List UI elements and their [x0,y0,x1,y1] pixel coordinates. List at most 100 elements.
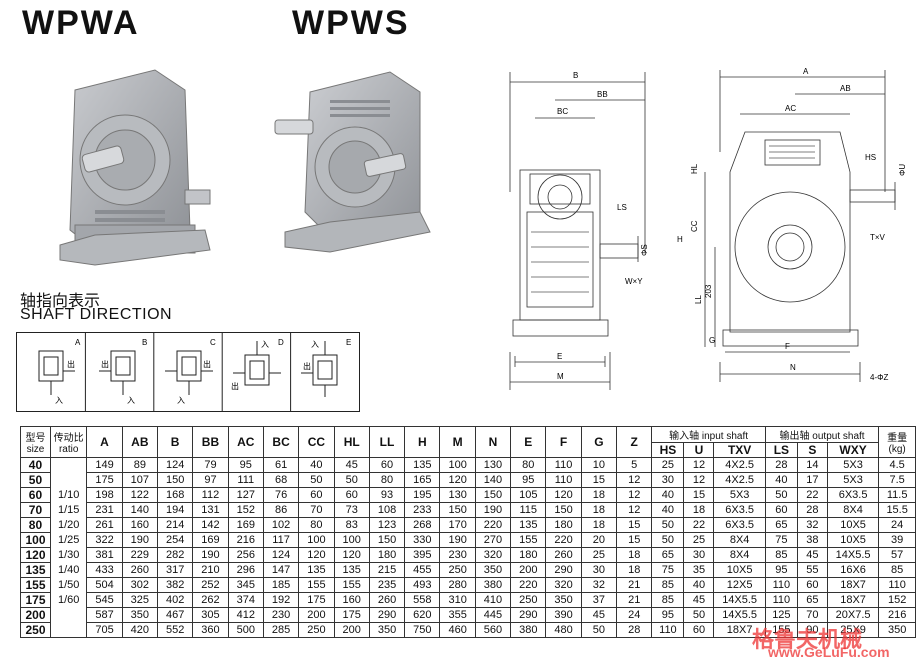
table-cell: 110 [545,472,582,488]
table-cell: 412 [227,607,264,623]
table-cell: 21 [616,577,653,593]
table-cell-size: 200 [20,607,51,623]
table-cell: 21 [616,592,653,608]
dim-ll: LL [694,295,703,304]
direction-in-c: 入 [177,396,185,405]
table-cell: 40 [764,472,798,488]
table-cell: 320 [545,577,582,593]
table-cell: 95 [651,607,685,623]
dim-ac: AC [785,104,796,113]
header-ab: AB [121,426,158,458]
header-hl: HL [333,426,370,458]
table-cell: 8X4 [713,532,766,548]
direction-out-c: 出 [203,359,211,369]
table-cell: 110 [764,577,798,593]
table-cell: 6X3.5 [713,517,766,533]
table-cell: 310 [439,592,476,608]
direction-box-e: E 入 出 [301,338,351,397]
shaft-direction-diagrams: A 出 入 B 出 入 C 出 入 [38,333,351,411]
table-cell: 95 [227,457,264,473]
table-cell: 15 [683,487,715,503]
table-cell: 45 [580,607,618,623]
table-cell: 587 [86,607,123,623]
table-cell: 14X5.5 [713,592,766,608]
table-cell: 8X4 [826,502,880,518]
header-hs: HS [651,442,685,458]
shaft-direction-title-cn: 轴指向表示 [20,293,101,310]
header-txv: TXV [713,442,766,458]
table-cell: 17 [796,472,828,488]
table-cell: 130 [439,487,476,503]
table-cell: 97 [192,472,229,488]
table-cell: 705 [86,622,123,638]
table-cell: 192 [262,592,300,608]
table-cell: 282 [156,547,194,563]
direction-letter-a: A [75,338,81,347]
table-cell: 100 [333,532,370,548]
table-cell: 45 [683,592,715,608]
table-cell: 95 [764,562,798,578]
table-cell: 445 [474,607,512,623]
table-cell: 12 [616,472,653,488]
table-cell: 65 [796,592,828,608]
table-cell: 190 [121,532,158,548]
table-cell: 108 [368,502,406,518]
table-cell: 5X3 [713,487,766,503]
table-cell: 80 [368,472,406,488]
table-cell: 230 [262,607,300,623]
table-cell-ratio: 1/30 [49,547,88,563]
table-cell: 16X6 [826,562,880,578]
table-cell: 70 [298,502,335,518]
table-cell: 131 [192,502,229,518]
table-cell: 250 [439,562,476,578]
table-cell: 22 [796,487,828,503]
shaft-direction-panel: A 出 入 B 出 入 C 出 入 [16,332,360,412]
table-cell: 95 [510,472,547,488]
table-cell: 120 [439,472,476,488]
table-cell: 380 [474,577,512,593]
table-cell-size: 155 [20,577,51,593]
table-cell: 102 [262,517,300,533]
table-cell: 100 [439,457,476,473]
dim-4-phi-z: 4-ΦZ [870,373,888,382]
table-cell: 50 [298,472,335,488]
table-cell: 112 [192,487,229,503]
table-cell: 110 [764,592,798,608]
table-cell: 60 [764,502,798,518]
table-cell: 175 [298,592,335,608]
table-cell-ratio [49,622,88,638]
table-cell-ratio [49,472,88,488]
table-cell: 18X7 [826,592,880,608]
direction-box-b: B 出 入 [99,338,147,405]
table-cell: 124 [156,457,194,473]
table-cell: 18 [580,517,618,533]
table-cell: 150 [156,472,194,488]
table-cell: 65 [651,547,685,563]
table-cell: 350 [474,562,512,578]
table-cell: 545 [86,592,123,608]
header-cc: CC [298,426,335,458]
table-cell: 20X7.5 [826,607,880,623]
table-cell: 127 [227,487,264,503]
table-cell: 120 [545,487,582,503]
header-f: F [545,426,582,458]
dim-hs: HS [865,153,876,162]
table-cell: 123 [368,517,406,533]
header-bb: BB [192,426,229,458]
table-cell: 149 [86,457,123,473]
table-cell: 40 [683,577,715,593]
table-cell: 18 [580,487,618,503]
table-cell: 60 [683,622,715,638]
table-cell: 280 [439,577,476,593]
table-cell-ratio: 1/40 [49,562,88,578]
table-cell: 50 [651,532,685,548]
table-cell: 147 [262,562,300,578]
table-cell: 296 [227,562,264,578]
table-cell: 185 [262,577,300,593]
table-cell: 270 [474,532,512,548]
